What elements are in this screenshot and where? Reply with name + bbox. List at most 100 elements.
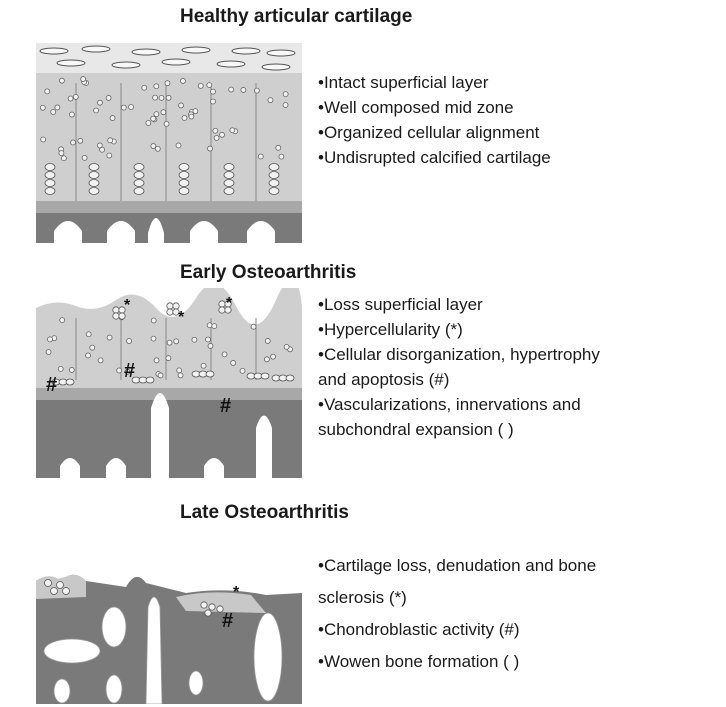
round-cell <box>82 155 87 160</box>
round-cell <box>265 338 270 343</box>
woven-bone <box>54 679 70 703</box>
column-cell <box>134 172 144 179</box>
round-cell <box>98 358 103 363</box>
column-cell <box>134 180 144 187</box>
bullets-healthy: Intact superficial layer Well composed m… <box>318 70 551 170</box>
round-cell <box>41 137 46 142</box>
round-cell <box>154 358 159 363</box>
flat-cell <box>182 47 210 53</box>
round-cell <box>127 339 132 344</box>
woven-bone <box>106 675 122 703</box>
flat-cell <box>262 64 290 70</box>
column-cell <box>224 172 234 179</box>
diagram-late-oa: # * <box>36 567 302 704</box>
round-cell <box>264 357 269 362</box>
hypertrophic-cell <box>66 379 74 385</box>
bullet-item: Intact superficial layer <box>318 70 551 95</box>
round-cell <box>151 336 156 341</box>
hash-mark: # <box>222 610 233 632</box>
round-cell <box>212 324 217 329</box>
flat-cell <box>82 46 110 52</box>
woven-bone <box>102 607 126 647</box>
round-cell <box>110 116 115 121</box>
round-cell <box>283 92 288 97</box>
cluster-cell <box>113 313 119 319</box>
woven-bone <box>146 597 162 704</box>
round-cell <box>198 83 203 88</box>
bullet-item: Chondroblastic activity (#) <box>318 614 596 646</box>
round-cell <box>254 88 259 93</box>
round-cell <box>220 132 225 137</box>
bullets-early-oa: Loss superficial layer Hypercellularity … <box>318 292 600 442</box>
round-cell <box>46 350 51 355</box>
round-cell <box>283 102 288 107</box>
round-cell <box>166 95 171 100</box>
round-cell <box>107 335 112 340</box>
round-cell <box>208 343 213 348</box>
round-cell <box>229 87 234 92</box>
round-cell <box>271 354 276 359</box>
column-cell <box>45 172 55 179</box>
round-cell <box>71 140 76 145</box>
column-cell <box>224 188 234 195</box>
round-cell <box>230 128 235 133</box>
column-cell <box>134 164 144 171</box>
star-mark: * <box>233 584 240 601</box>
round-cell <box>251 324 256 329</box>
cluster-cell <box>219 307 225 313</box>
flat-cell <box>232 48 260 54</box>
flat-cell <box>57 60 85 66</box>
round-cell <box>97 143 102 148</box>
bullet-item: Hypercellularity (*) <box>318 317 600 342</box>
round-cell <box>117 368 122 373</box>
woven-bone <box>44 639 100 663</box>
bullet-item: Well composed mid zone <box>318 95 551 120</box>
superficial-layer <box>36 43 302 73</box>
round-cell <box>208 146 213 151</box>
cluster-cell <box>209 604 215 610</box>
round-cell <box>73 94 78 99</box>
round-cell <box>151 318 156 323</box>
round-cell <box>167 340 172 345</box>
round-cell <box>154 84 159 89</box>
round-cell <box>211 89 216 94</box>
round-cell <box>179 103 184 108</box>
bullet-item: Cartilage loss, denudation and bone <box>318 550 596 582</box>
round-cell <box>176 143 181 148</box>
bullet-item: Undisrupted calcified cartilage <box>318 145 551 170</box>
round-cell <box>177 368 182 373</box>
cluster-cell <box>113 307 119 313</box>
round-cell <box>153 95 158 100</box>
column-cell <box>179 172 189 179</box>
flat-cell <box>40 48 68 54</box>
flat-cell <box>112 62 140 68</box>
round-cell <box>279 154 284 159</box>
round-cell <box>68 96 73 101</box>
column-cell <box>179 180 189 187</box>
diagram-healthy <box>36 43 302 243</box>
woven-bone <box>189 671 203 695</box>
bullet-item-continuation: and apoptosis (#) <box>318 367 600 392</box>
flat-cell <box>162 59 190 65</box>
round-cell <box>107 153 112 158</box>
cluster-cell <box>57 582 64 589</box>
round-cell <box>48 337 53 342</box>
round-cell <box>86 353 91 358</box>
round-cell <box>165 81 170 86</box>
bullet-item: Cellular disorganization, hypertrophy <box>318 342 600 367</box>
round-cell <box>164 121 169 126</box>
round-cell <box>241 87 246 92</box>
round-cell <box>69 367 74 372</box>
round-cell <box>210 99 215 104</box>
round-cell <box>213 128 218 133</box>
column-cell <box>179 188 189 195</box>
round-cell <box>201 363 206 368</box>
round-cell <box>40 105 45 110</box>
hypertrophic-cell <box>146 377 154 383</box>
cluster-cell <box>205 610 211 616</box>
hash-mark: # <box>220 395 231 417</box>
title-early-oa: Early Osteoarthritis <box>180 262 356 284</box>
title-late-oa: Late Osteoarthritis <box>180 502 349 524</box>
round-cell <box>189 114 194 119</box>
column-cell <box>269 164 279 171</box>
